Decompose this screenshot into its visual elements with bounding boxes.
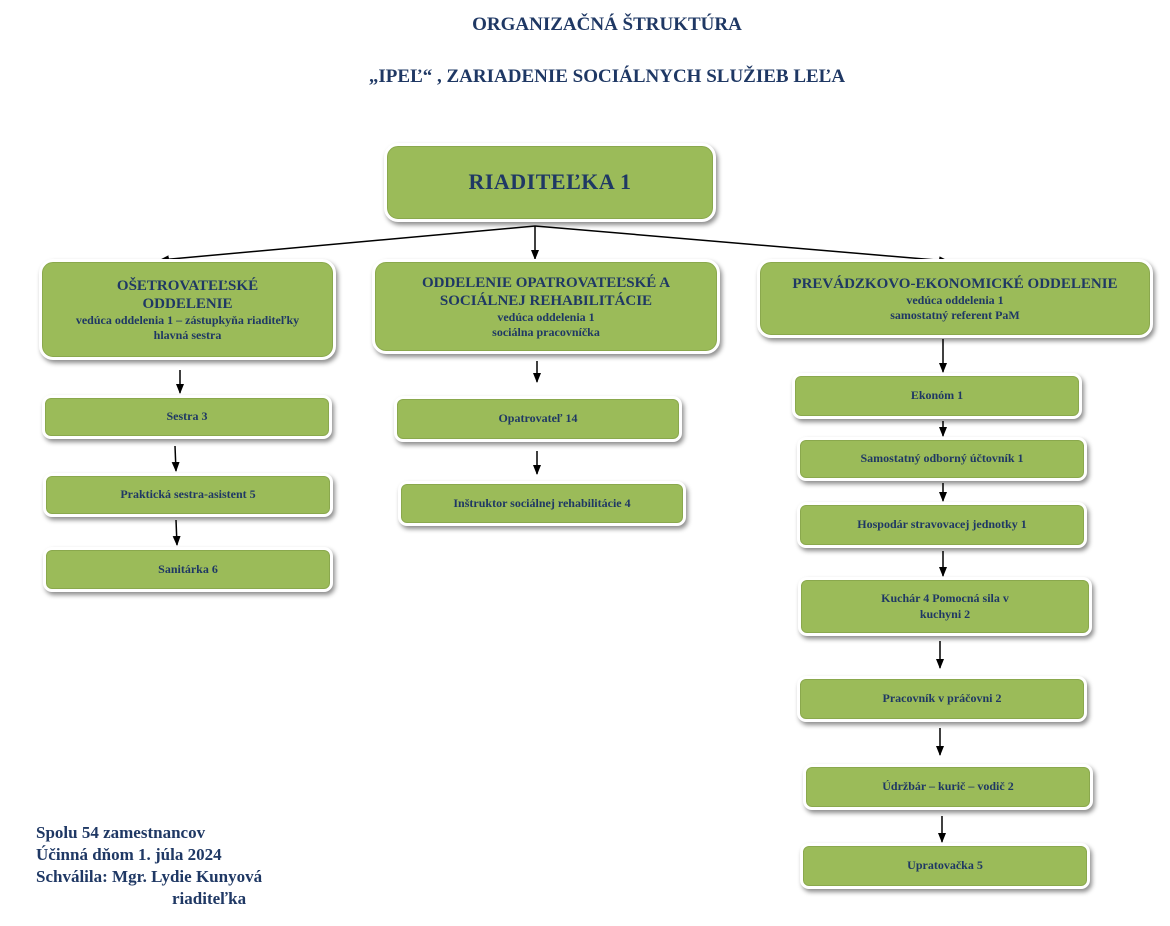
department-title: ODDELENIE OPATROVATEĽSKÉ A SOCIÁLNEJ REH… [421,274,671,309]
arrow-director-to-dept-3 [534,225,949,265]
unit-box: Samostatný odborný účtovník 1 [797,437,1087,481]
effective-date: Účinná dňom 1. júla 2024 [36,845,222,864]
department-box-care-rehab: ODDELENIE OPATROVATEĽSKÉ A SOCIÁLNEJ REH… [372,259,720,354]
unit-box: Praktická sestra-asistent 5 [43,473,333,517]
unit-label: Pracovník v práčovni 2 [882,691,1002,706]
director-label: RIADITEĽKA 1 [468,169,632,195]
unit-box: Ekonóm 1 [792,373,1082,419]
department-box-nursing: OŠETROVATEĽSKÉ ODDELENIE vedúca oddeleni… [39,259,336,360]
unit-label: Opatrovateľ 14 [498,411,578,426]
unit-label: Údržbár – kurič – vodič 2 [882,779,1014,794]
approval-footer: Spolu 54 zamestnancov Účinná dňom 1. júl… [36,822,262,910]
arrow-dept1-unit3 [172,519,181,546]
unit-box: Hospodár stravovacej jednotky 1 [797,502,1087,548]
department-title: OŠETROVATEĽSKÉ ODDELENIE [116,277,259,312]
unit-box: Sanitárka 6 [43,547,333,592]
unit-label: Hospodár stravovacej jednotky 1 [857,517,1027,532]
unit-label: Sestra 3 [166,409,208,424]
arrow-dept1-unit2 [171,445,180,472]
unit-box: Opatrovateľ 14 [394,396,682,442]
approver-role: riaditeľka [172,889,247,908]
unit-label: Inštruktor sociálnej rehabilitácie 4 [453,495,631,510]
unit-label: Kuchár 4 Pomocná sila v kuchyni 2 [881,590,1009,621]
unit-label: Ekonóm 1 [910,388,964,403]
unit-box: Kuchár 4 Pomocná sila v kuchyni 2 [798,577,1092,636]
unit-box: Údržbár – kurič – vodič 2 [803,764,1093,810]
employee-total: Spolu 54 zamestnancov [36,823,206,842]
department-subtitle: vedúca oddelenia 1 samostatný referent P… [890,292,1020,322]
chart-subtitle: „IPEĽ“ , ZARIADENIE SOCIÁLNYCH SLUŽIEB L… [368,66,846,87]
unit-box: Inštruktor sociálnej rehabilitácie 4 [398,481,686,526]
chart-title: ORGANIZAČNÁ ŠTRUKTÚRA [472,14,742,35]
department-subtitle: vedúca oddelenia 1 sociálna pracovníčka [492,309,600,339]
unit-label: Sanitárka 6 [158,561,218,576]
director-box: RIADITEĽKA 1 [384,143,716,222]
unit-box: Pracovník v práčovni 2 [797,676,1087,722]
unit-label: Praktická sestra-asistent 5 [120,487,256,502]
department-box-operations-economic: PREVÁDZKOVO-EKONOMICKÉ ODDELENIE vedúca … [757,259,1153,338]
unit-label: Samostatný odborný účtovník 1 [860,451,1024,466]
department-title: PREVÁDZKOVO-EKONOMICKÉ ODDELENIE [792,275,1118,292]
unit-box: Upratovačka 5 [800,843,1090,889]
unit-label: Upratovačka 5 [907,858,983,873]
department-subtitle: vedúca oddelenia 1 – zástupkyňa riaditeľ… [75,312,300,342]
unit-box: Sestra 3 [42,395,332,439]
approved-by: Schválila: Mgr. Lydie Kunyová [36,867,263,886]
arrow-director-to-dept-1 [159,225,536,264]
